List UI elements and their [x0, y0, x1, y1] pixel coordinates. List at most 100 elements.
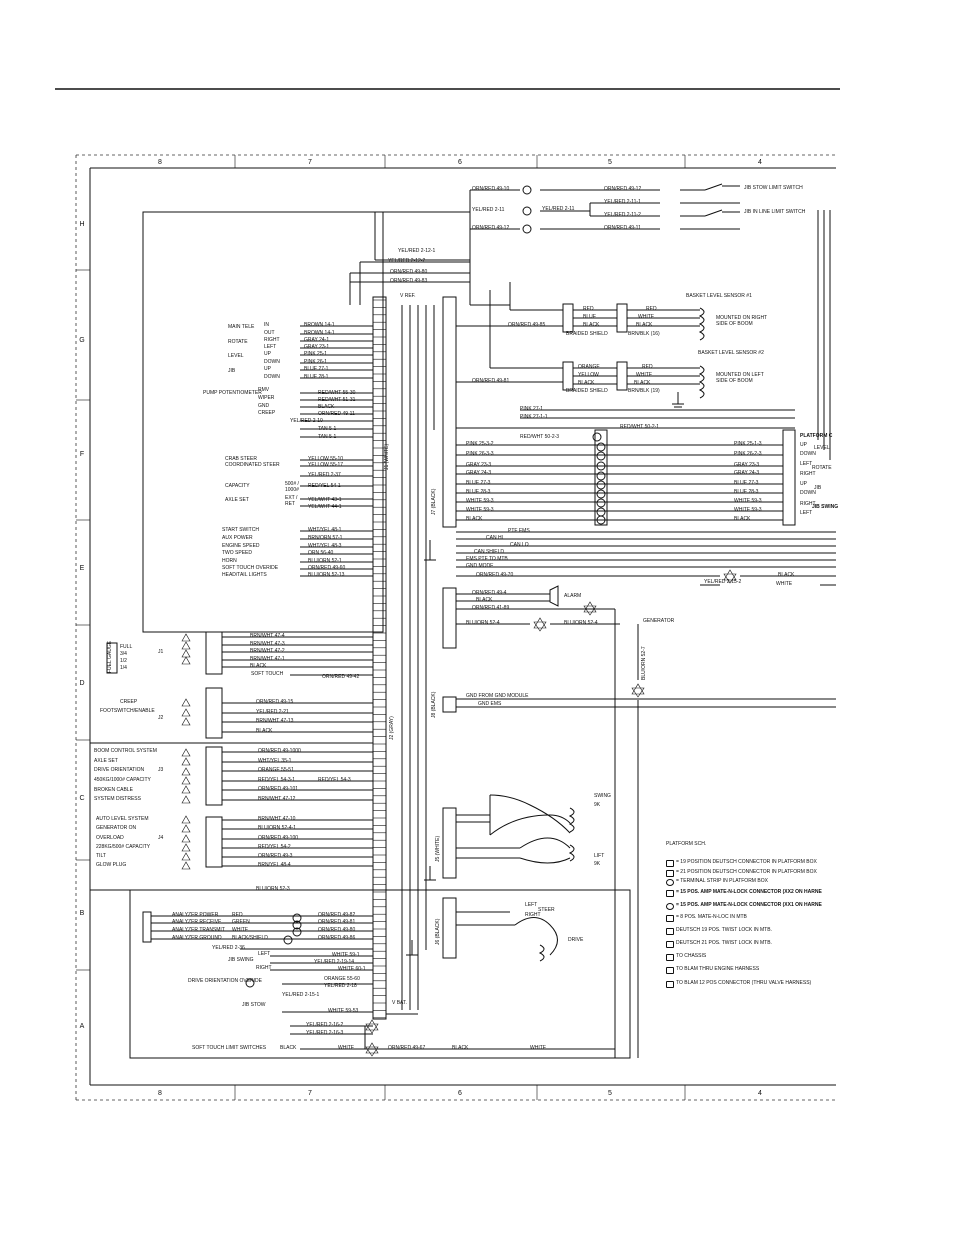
grid-col-label: 4 — [758, 1090, 762, 1097]
bottom-w1: WHITE 59-1 — [332, 952, 360, 958]
legend-symbol-icon — [666, 954, 674, 961]
grid-col-label: 7 — [308, 159, 312, 166]
analyzer-label: ANALYZER GROUND — [172, 935, 222, 941]
j8-blu-orn: BLU/ORN 52-4 — [466, 620, 500, 626]
legend-symbol-icon — [666, 928, 674, 935]
grid-col-label: 7 — [308, 1090, 312, 1097]
connector-circle-symbol — [596, 489, 606, 499]
j7-platform-run — [594, 429, 796, 526]
j8-alarm: ALARM — [564, 593, 582, 599]
left-connector-groups — [90, 631, 373, 891]
j1-mid-label: COORDINATED STEER — [225, 462, 280, 468]
j7-far-label: WHITE 59-3 — [734, 507, 762, 513]
platform-up-2: UP — [800, 481, 807, 487]
pin-ticks — [373, 299, 386, 1019]
j1-mid-wire: YELLOW 55-10 — [308, 456, 344, 462]
platform-down-1: DOWN — [800, 451, 816, 457]
j2-label: J2 (GRAY) — [389, 716, 395, 740]
j1-group-label: ROTATE — [228, 339, 248, 345]
j1-group-label: LEVEL — [228, 353, 244, 359]
fuel-wire: BRN/WHT 47-4 — [250, 633, 285, 639]
sensor1-right-0: RED — [646, 306, 657, 312]
j8-blu-orn-v: BLU/ORN 52-7 — [641, 646, 647, 680]
connector-circle-symbol — [596, 442, 606, 452]
j7-wire-label: BLUE 27-3 — [466, 480, 491, 486]
j7-wire-label: PINK 27-1 — [520, 406, 544, 412]
legend-title: PLATFORM SCH. — [666, 841, 707, 847]
j1-wire-label: PINK 25-1 — [304, 351, 328, 357]
j2-wire: ORN/RED 49-15 — [256, 699, 294, 705]
amp-connector-symbol — [723, 569, 737, 584]
sensor1-wire-0: RED — [583, 306, 594, 312]
j1-group-label: MAIN TELE — [228, 324, 255, 330]
jib-yel-a: YEL/RED 2-11-1 — [604, 199, 641, 205]
connector-symbols — [181, 185, 737, 1057]
j4-label: 228KG/500# CAPACITY — [96, 844, 151, 850]
deutsch-connector-symbol — [181, 748, 191, 757]
j8-gnd-ems: GND EMS — [478, 701, 502, 707]
analyzer-blu: BLU/ORN 52-3 — [256, 886, 290, 892]
sensor-feed-1: ORN/RED 49-85 — [508, 322, 546, 328]
top-w2: YEL/RED 2-12-2 — [388, 258, 426, 264]
j1-low-label: START SWITCH — [222, 527, 259, 533]
connector-circle-symbol — [596, 451, 606, 461]
pump-sub-label: RMV — [258, 387, 270, 393]
j8-yel-red: YEL/RED 2-15-2 — [704, 579, 742, 585]
j7-far-label: GRAY 24-3 — [734, 470, 760, 476]
platform-right-1: RIGHT — [800, 471, 816, 477]
connector-circle-symbol — [596, 480, 606, 490]
bottom-b-black2: BLACK — [452, 1045, 469, 1051]
j1-mid-wire: YEL/RED 2-37 — [308, 472, 341, 478]
steer-label: STEER — [538, 907, 555, 913]
steer-right: RIGHT — [525, 912, 541, 918]
bottom-left-devices — [142, 911, 615, 1050]
j4-wire: ORN/RED 49-3 — [258, 853, 293, 859]
pump-wire-label: YEL/RED 2-10 — [290, 418, 323, 424]
deutsch-connector-symbol — [181, 785, 191, 794]
grid-row-label: E — [80, 565, 85, 572]
j2-label: FOOTSWITCH/ENABLE — [100, 708, 155, 714]
legend-symbol-icon — [666, 941, 674, 948]
j8-white: WHITE — [776, 581, 793, 587]
deutsch-connector-symbol — [181, 815, 191, 824]
grid-col-label: 8 — [158, 1090, 162, 1097]
legend-symbol-icon — [666, 915, 674, 922]
j8-gnd-mode: GND MODE — [466, 563, 494, 569]
j2-label: J2 — [158, 715, 164, 721]
connector-circle-symbol — [522, 206, 532, 216]
j7-wire-label: PINK 25-3-2 — [466, 441, 494, 447]
legend-item: TO BLAM THRU ENGINE HARNESS — [676, 966, 760, 972]
analyzer-label: ANALYZER TRANSMIT — [172, 927, 225, 933]
deutsch-connector-symbol — [181, 757, 191, 766]
soft-touch-wire: ORN/RED 49-42 — [322, 674, 360, 680]
connector-circle-symbol — [522, 224, 532, 234]
drawing-frame — [75, 154, 836, 1101]
legend-symbol-icon — [666, 890, 674, 897]
pump-wire-label: TAN 5-1 — [318, 426, 337, 432]
j8-alarm-wire: ORN/RED 49-4 — [472, 590, 507, 596]
legend-item: = TERMINAL STRIP IN PLATFORM BOX — [676, 878, 768, 884]
top-w1: YEL/RED 2-12-1 — [398, 248, 436, 254]
harness-outline — [129, 183, 831, 1059]
connector-circle-symbol — [292, 913, 302, 923]
bottom-yel-36: YEL/RED 2-36 — [212, 945, 245, 951]
top-wire-2-right: YEL/RED 2-11 — [542, 206, 575, 212]
j4-wire: RED/YEL 54-2 — [258, 844, 291, 850]
j3-wire: ORANGE 55-51 — [258, 767, 294, 773]
top-w4: ORN/RED 49-83 — [390, 278, 428, 284]
grid-col-label: 8 — [158, 159, 162, 166]
j7-wire-label: PINK 27-1-1 — [520, 414, 548, 420]
j7-far-label: BLUE 28-3 — [734, 489, 759, 495]
bottom-right: RIGHT — [256, 965, 272, 971]
j1-mid-sub: 500# / 1000# — [285, 481, 299, 493]
j3-wire: ORN/RED 49-101 — [258, 786, 299, 792]
connector-circle-symbol — [292, 927, 302, 937]
legend-item: = 15 POS. AMP MATE-N-LOCK CONNECTOR (XX1… — [676, 902, 822, 908]
deutsch-connector-symbol — [181, 708, 191, 717]
j1-low-wire: BRN/ORN 57-1 — [308, 535, 343, 541]
j5-j6-devices — [406, 794, 575, 962]
j1-low-label: ENGINE SPEED — [222, 543, 260, 549]
legend-item: = 19 POSITION DEUTSCH CONNECTOR IN PLATF… — [676, 859, 817, 865]
j8-gen-wire: ORN/RED 41-89 — [472, 605, 510, 611]
